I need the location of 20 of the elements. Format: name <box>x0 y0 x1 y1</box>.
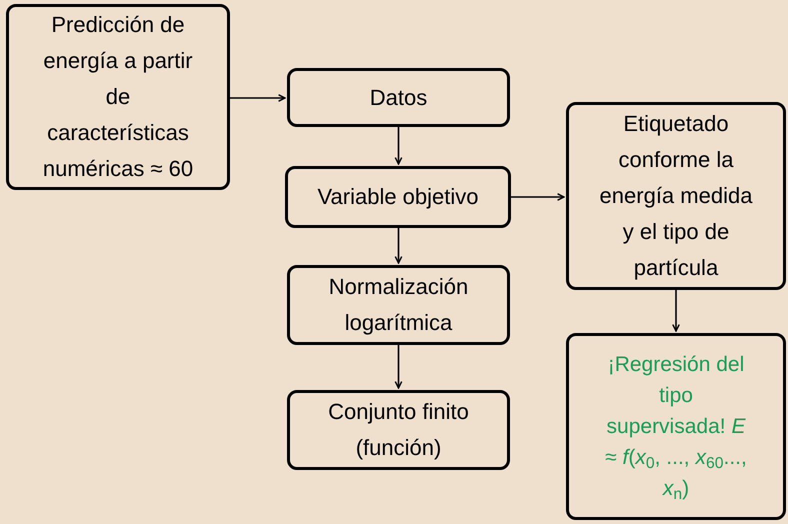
process-box <box>6 4 230 190</box>
box-label: Etiquetado conforme la energía medida y el tipo de partícula <box>598 110 754 282</box>
process-box <box>566 333 786 520</box>
box-label: Variable objetivo <box>317 183 479 211</box>
box-label: Conjunto finito (función) <box>327 398 470 462</box>
arrow <box>394 127 402 165</box>
box-label: Predicción de energía a partir de características numéricas ≈ 60 <box>42 11 194 183</box>
arrow <box>230 94 286 102</box>
arrow <box>672 290 680 332</box>
process-box <box>566 102 786 290</box>
box-label: ¡Regresión del tipo supervisada! E ≈ f(x$_{0}$, ..., x$_{60}$..., x$_{n}$) <box>604 352 748 504</box>
arrow <box>511 193 565 201</box>
box-label: Datos <box>370 84 428 112</box>
process-box <box>287 265 510 345</box>
process-box <box>287 390 510 470</box>
arrow <box>394 228 402 264</box>
process-box <box>285 166 511 228</box>
process-box <box>287 68 510 127</box>
arrow <box>394 345 402 389</box>
box-label: Normalización logarítmica <box>328 273 470 337</box>
